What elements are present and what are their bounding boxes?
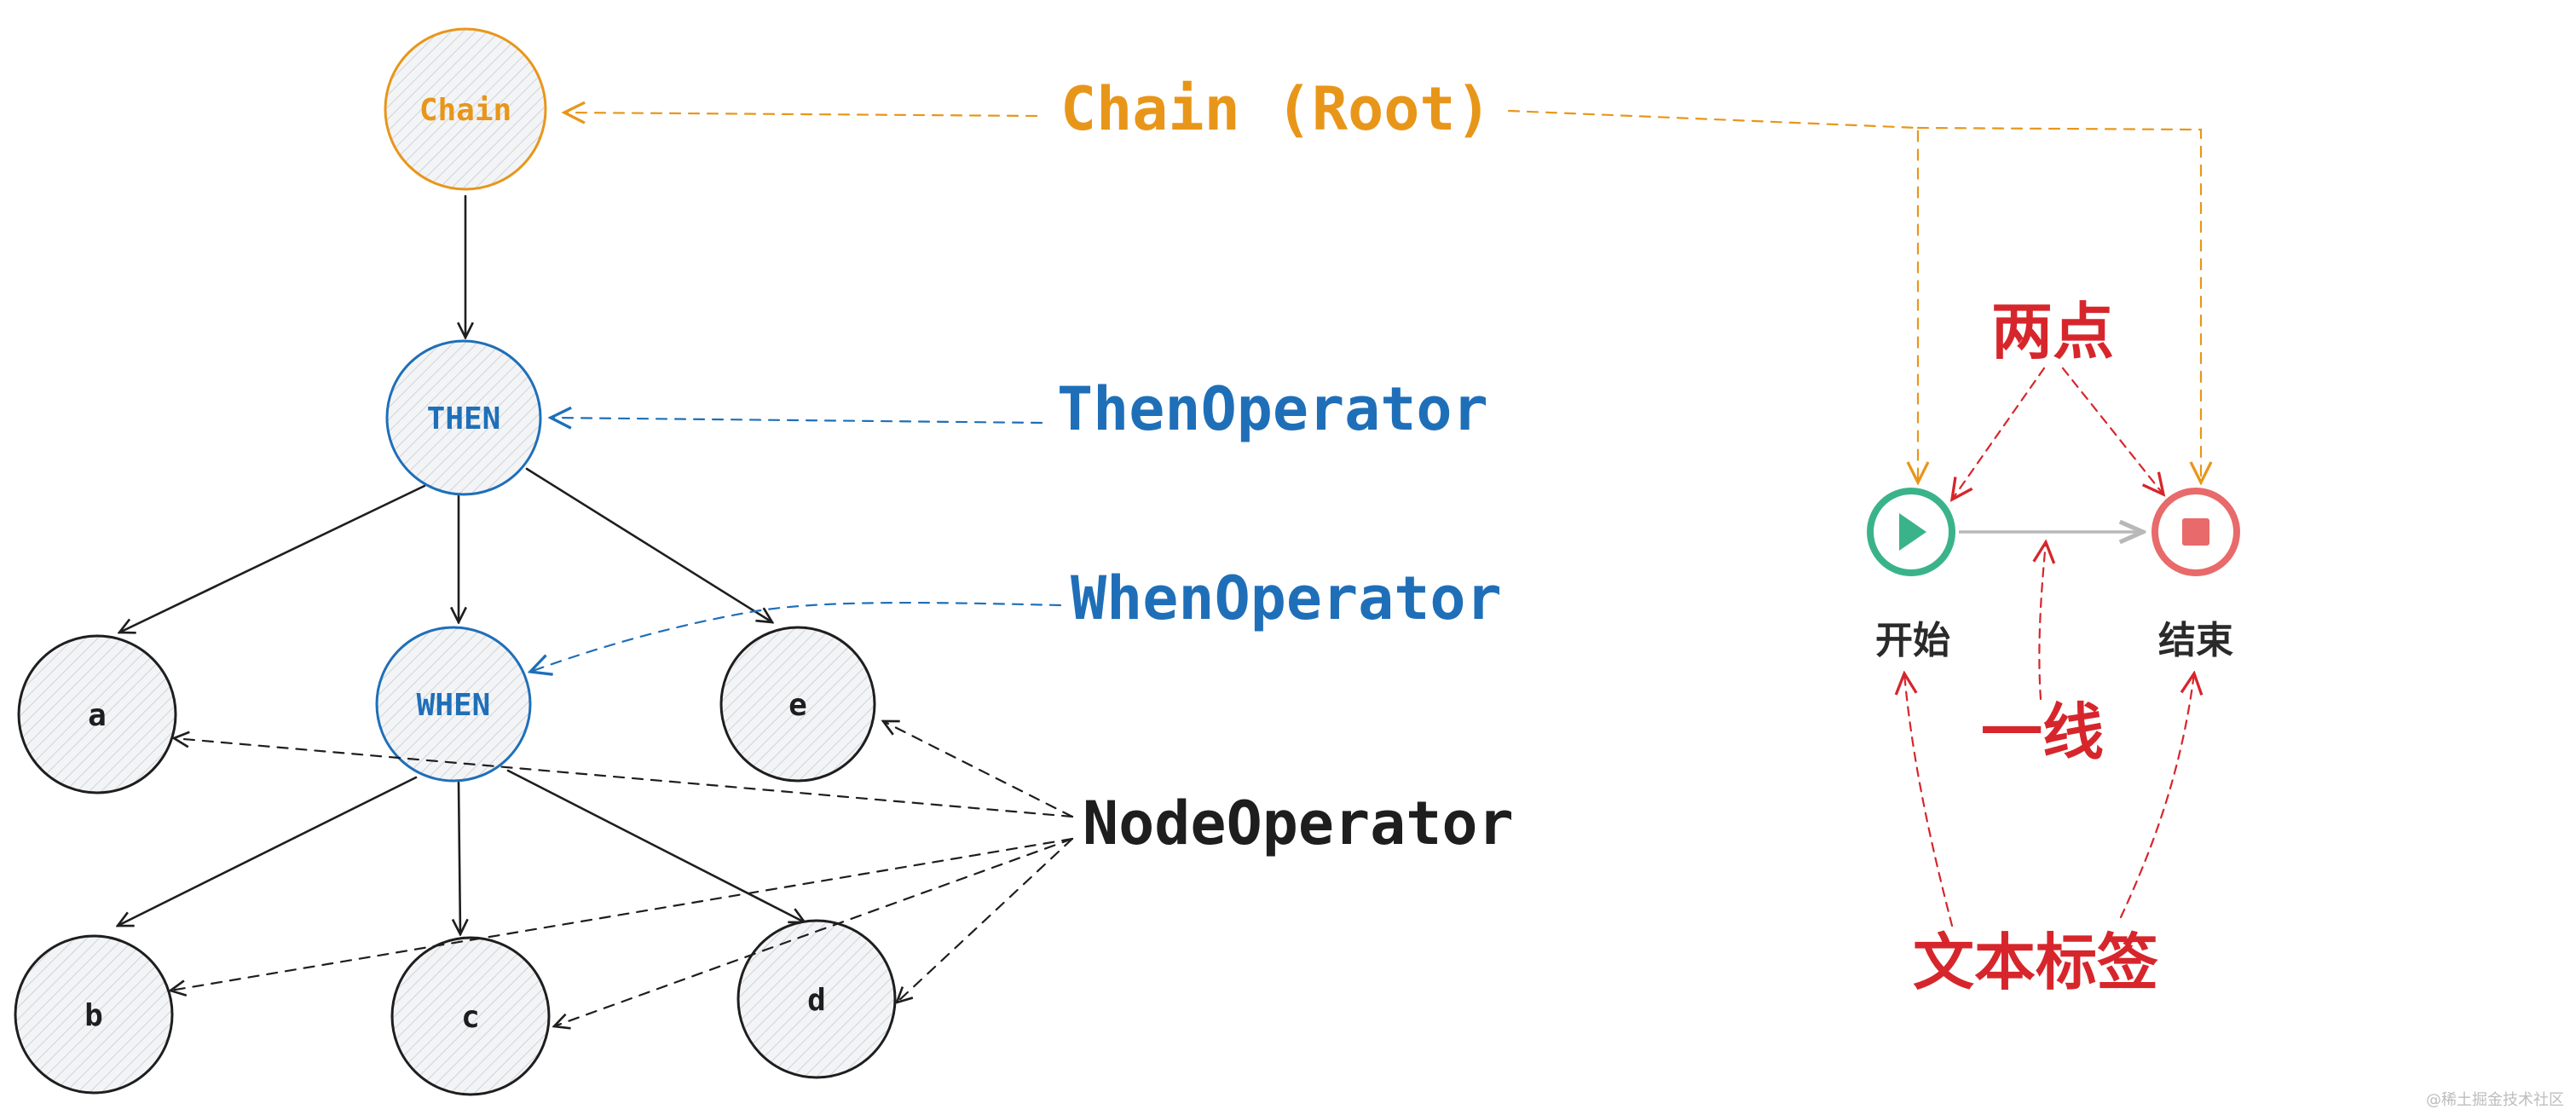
- arrow-chain-root-to-end: [1916, 126, 2201, 482]
- node-e-label: e: [788, 688, 807, 723]
- node-b-label: b: [84, 998, 103, 1033]
- arrow-node-operator-c: [554, 837, 1074, 1026]
- arrow-chain-root-to-node: [564, 113, 1038, 116]
- node-c[interactable]: c: [390, 936, 551, 1096]
- edge-when-c: [459, 781, 460, 934]
- arrow-node-operator-d: [897, 837, 1074, 1002]
- node-a-label: a: [88, 698, 107, 733]
- node-d-label: d: [807, 983, 826, 1018]
- arrow-text-label-end: [2119, 673, 2194, 919]
- node-e[interactable]: e: [719, 626, 876, 783]
- arrow-two-points-start: [1952, 367, 2046, 500]
- end-label: 结束: [2158, 619, 2233, 662]
- node-a[interactable]: a: [17, 634, 177, 794]
- arrow-then-operator: [551, 418, 1043, 423]
- annotation-arrows: [1904, 367, 2194, 927]
- callout-chain-root: Chain (Root): [1060, 74, 1492, 144]
- arrow-two-points-end: [2061, 367, 2163, 494]
- node-then-label: THEN: [427, 402, 501, 436]
- arrow-node-operator-e: [883, 721, 1074, 818]
- stop-icon: [2182, 518, 2209, 546]
- arrow-node-operator-b: [170, 837, 1074, 991]
- start-node[interactable]: [1867, 488, 1955, 576]
- annotation-one-line: 一线: [1981, 696, 2104, 768]
- node-when-label: WHEN: [417, 688, 491, 723]
- node-chain-label: Chain: [419, 93, 511, 128]
- arrow-when-operator: [530, 601, 1062, 672]
- watermark: @稀土掘金技术社区: [2426, 1091, 2564, 1109]
- end-node[interactable]: [2151, 488, 2240, 576]
- edge-when-d: [506, 769, 805, 922]
- node-then[interactable]: THEN: [385, 339, 542, 496]
- edge-then-e: [525, 467, 772, 622]
- arrow-node-operator-a: [174, 738, 1074, 818]
- callout-node-operator: NodeOperator: [1083, 789, 1514, 858]
- annotation-two-points: 两点: [1991, 296, 2114, 367]
- callout-then-operator: ThenOperator: [1057, 374, 1488, 444]
- arrow-text-label-start: [1904, 673, 1954, 927]
- edge-then-a: [119, 484, 426, 633]
- tree-edges: [118, 194, 805, 934]
- node-chain[interactable]: Chain: [384, 27, 547, 191]
- arrow-chain-root-to-start: [1507, 109, 1918, 482]
- arrow-one-line: [2039, 542, 2046, 701]
- play-icon: [1899, 513, 1926, 551]
- node-c-label: c: [461, 1000, 480, 1035]
- start-label: 开始: [1875, 619, 1950, 662]
- node-d[interactable]: d: [736, 919, 897, 1079]
- node-when[interactable]: WHEN: [375, 626, 532, 783]
- callout-arrows: [170, 111, 2201, 1026]
- callout-when-operator: WhenOperator: [1071, 563, 1502, 633]
- annotation-text-labels: 文本标签: [1913, 927, 2158, 998]
- node-b[interactable]: b: [14, 934, 174, 1095]
- edge-when-b: [118, 776, 418, 926]
